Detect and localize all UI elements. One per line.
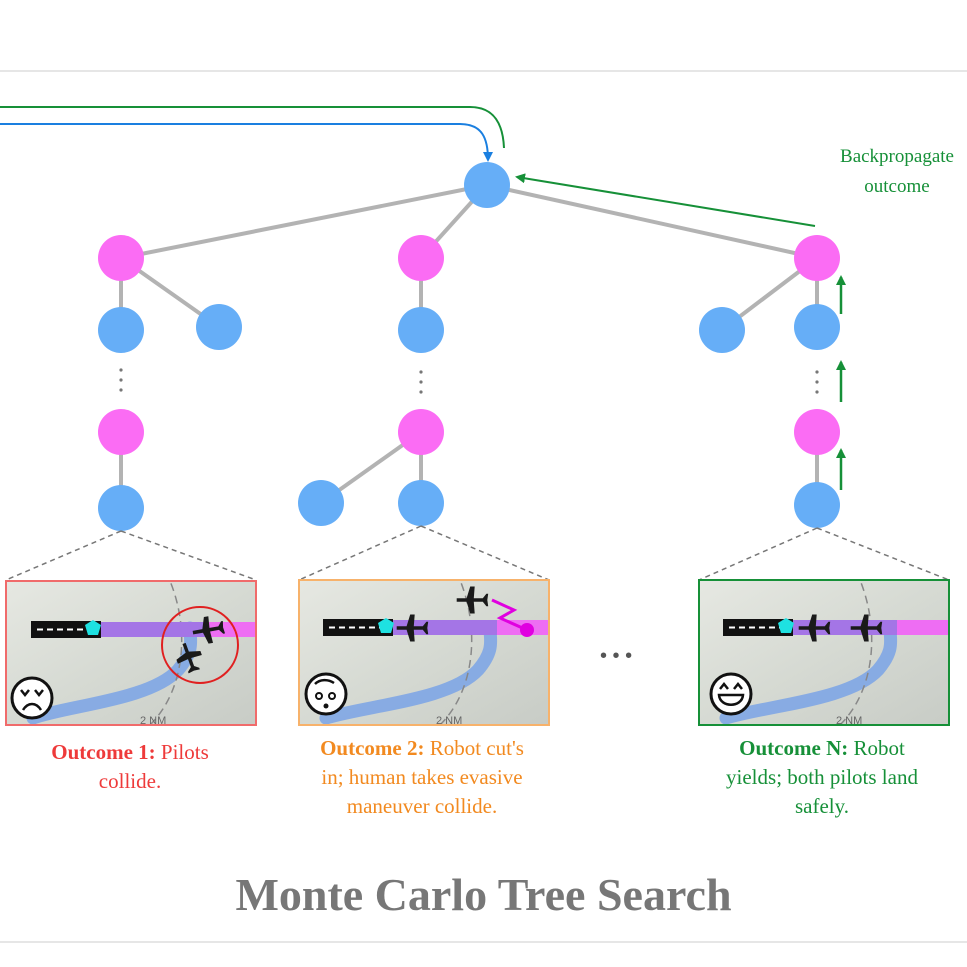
outcome-n-panel: 2 NM — [698, 579, 950, 727]
laughing-face-icon — [709, 672, 753, 716]
outcome-n-heading: Outcome N: — [739, 736, 849, 760]
action-nodes — [98, 235, 840, 455]
backprop-label: Backpropagate outcome — [812, 142, 967, 202]
outcome-n-text-line3: safely. — [794, 794, 850, 818]
state-nodes — [98, 162, 840, 531]
outcome-1-text-line1: Pilots — [155, 740, 209, 764]
outcome-n-text-line2: yields; both pilots land — [726, 765, 918, 789]
outcome-1-caption: Outcome 1: Pilots collide. — [0, 738, 260, 796]
outcome-n-text-line1: Robot — [848, 736, 905, 760]
root-node — [464, 162, 510, 208]
outcome-1-panel: 2 NM — [5, 580, 257, 727]
outcome-2-text-line2: in; human takes evasive — [321, 765, 523, 789]
backprop-arrow-root — [515, 173, 816, 227]
outcome-2-text-line3: maneuver collide. — [346, 794, 498, 818]
outcome-1-text-line2: collide. — [98, 769, 162, 793]
outcome-n-caption: Outcome N: Robot yields; both pilots lan… — [692, 734, 952, 821]
depth-ellipsis — [119, 368, 819, 394]
backprop-path-in — [0, 106, 505, 149]
zoom-lines — [5, 525, 950, 581]
worried-face-icon — [304, 672, 348, 716]
outcome-2-caption: Outcome 2: Robot cut's in; human takes e… — [292, 734, 552, 821]
diagram-title: Monte Carlo Tree Search — [235, 869, 732, 920]
panel-ellipsis: • • • — [600, 645, 632, 667]
crying-face-icon — [10, 676, 54, 720]
outcome-2-panel: 2 NM — [298, 579, 550, 727]
selection-path — [0, 123, 493, 162]
backprop-label-line1: Backpropagate — [840, 146, 954, 167]
outcome-2-heading: Outcome 2: — [320, 736, 425, 760]
outcome-1-heading: Outcome 1: — [51, 740, 156, 764]
backprop-label-line2: outcome — [864, 176, 930, 197]
collision-circle — [161, 606, 239, 684]
outcome-2-text-line1: Robot cut's — [424, 736, 524, 760]
